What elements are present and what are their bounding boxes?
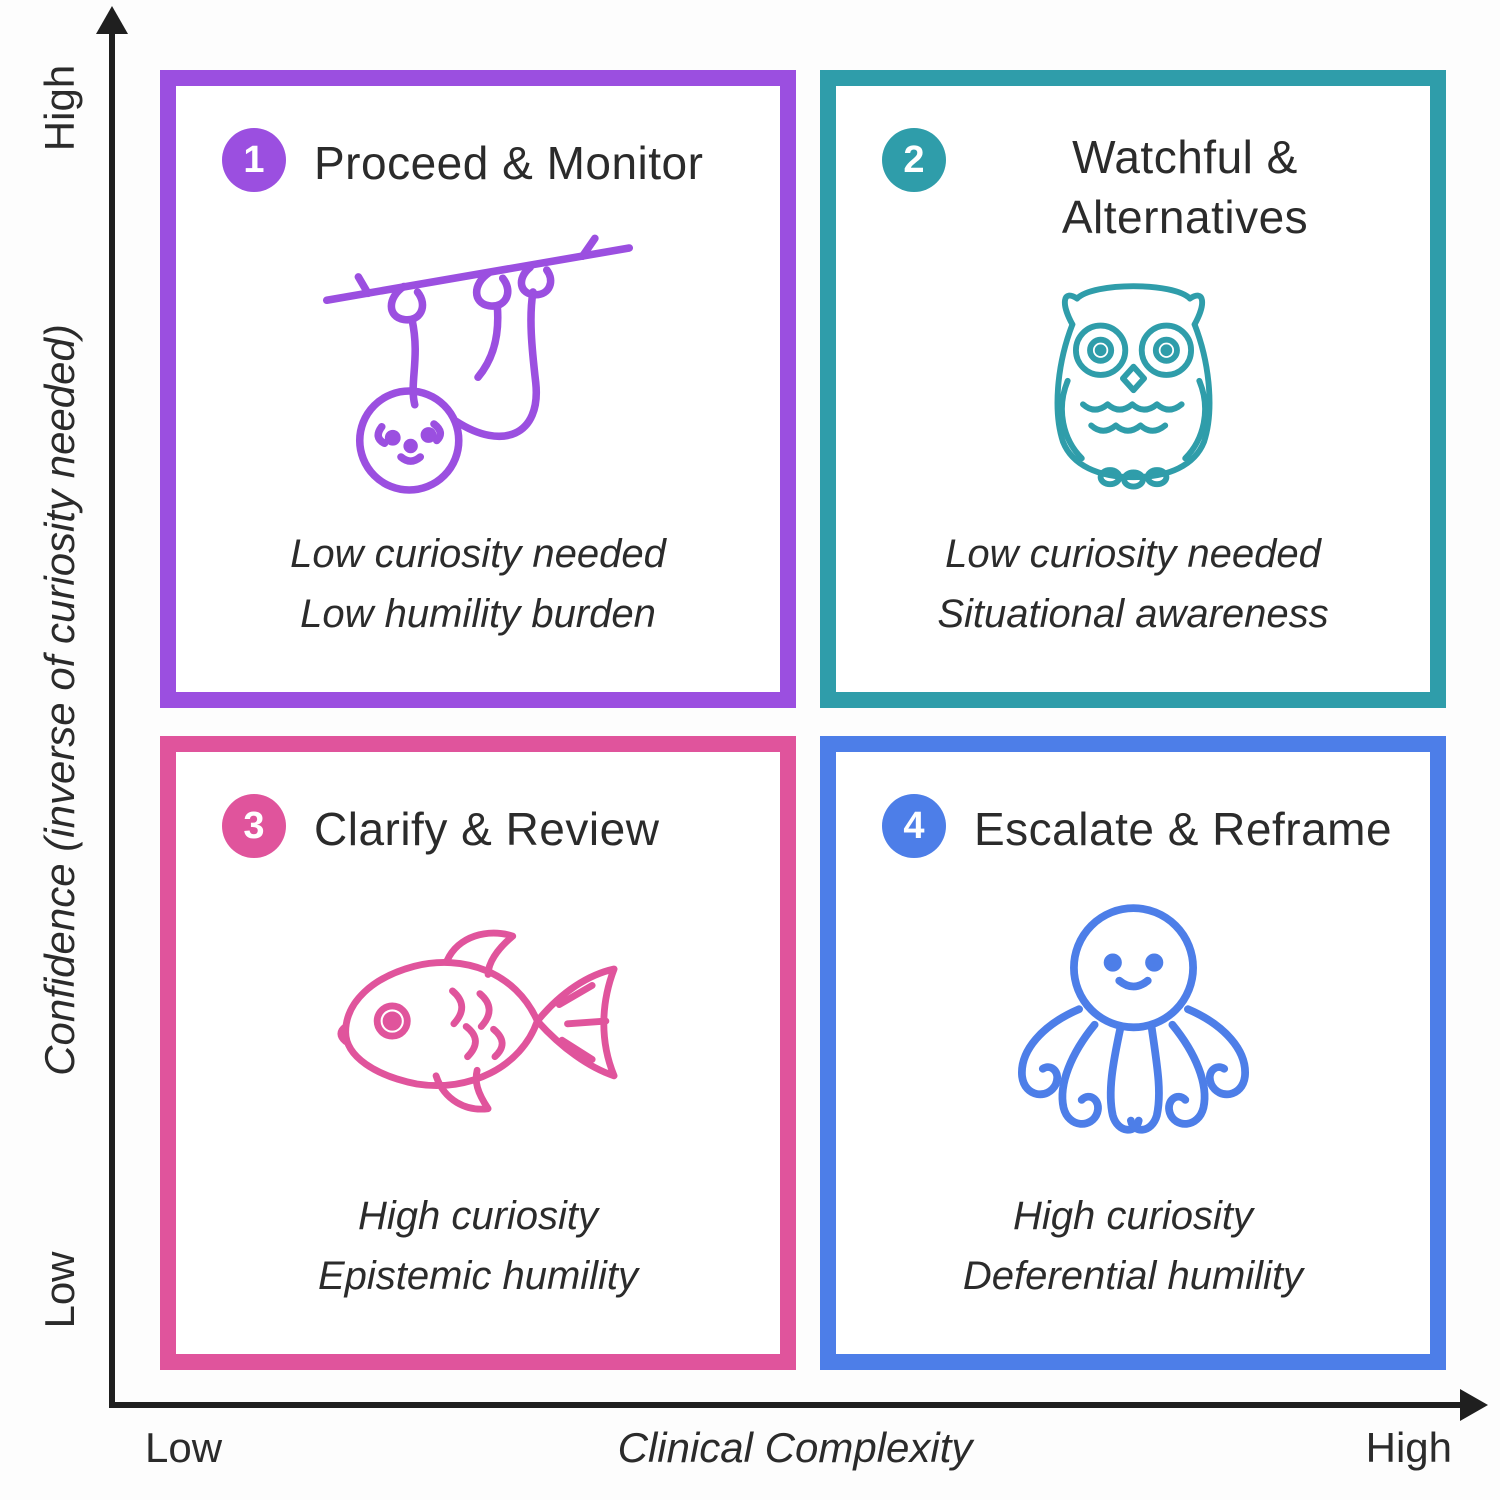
y-axis-high-tick: High	[36, 64, 83, 152]
description-line: High curiosity	[357, 1194, 599, 1238]
quadrant-number: 4	[903, 804, 925, 847]
quadrant-clarify-review: 3 Clarify & Review High curios	[160, 736, 796, 1370]
quadrant-header: 2 Watchful & Alternatives	[836, 86, 1430, 248]
description-line: Low curiosity needed	[290, 532, 666, 576]
x-axis-low-tick: Low	[145, 1424, 223, 1471]
quadrant-number-badge: 2	[882, 128, 946, 192]
quadrant-number-badge: 3	[222, 794, 286, 858]
quadrant-number-badge: 4	[882, 794, 946, 858]
quadrant-watchful-alternatives: 2 Watchful & Alternatives	[820, 70, 1446, 708]
quadrant-header: 1 Proceed & Monitor	[176, 86, 780, 194]
y-axis-label: Confidence (inverse of curiosity needed)	[36, 324, 83, 1076]
x-axis-arrow-icon	[1460, 1389, 1488, 1421]
x-axis-label: Clinical Complexity	[617, 1424, 973, 1471]
owl-illustration	[1054, 283, 1212, 490]
y-axis-line	[109, 30, 115, 1408]
octopus-illustration	[1017, 904, 1249, 1134]
quadrant-number: 1	[243, 138, 265, 181]
fish-illustration	[336, 930, 618, 1113]
quadrant-header: 3 Clarify & Review	[176, 752, 780, 860]
quadrant-description: Low curiosity needed Low humility burden	[176, 524, 780, 692]
y-axis-arrow-icon	[96, 6, 128, 34]
description-line: Deferential humility	[962, 1254, 1304, 1298]
quadrant-title: Proceed & Monitor	[314, 137, 704, 189]
quadrant-description: High curiosity Deferential humility	[836, 1186, 1430, 1354]
y-axis-low-tick: Low	[36, 1251, 83, 1329]
quadrant-number: 2	[903, 138, 925, 181]
quadrant-number: 3	[243, 804, 265, 847]
quadrant-title: Escalate & Reframe	[974, 803, 1393, 855]
description-line: Epistemic humility	[317, 1254, 639, 1298]
quadrant-escalate-reframe: 4 Escalate & Reframe	[820, 736, 1446, 1370]
octopus-icon	[836, 860, 1430, 1186]
quadrant-description: Low curiosity needed Situational awarene…	[836, 524, 1430, 692]
description-line: Low humility burden	[300, 592, 656, 636]
owl-icon	[836, 248, 1430, 524]
quadrant-proceed-monitor: 1 Proceed & Monitor	[160, 70, 796, 708]
sloth-illustration	[322, 234, 634, 494]
description-line: High curiosity	[1012, 1194, 1254, 1238]
quadrant-title: Clarify & Review	[314, 803, 660, 855]
quadrant-header: 4 Escalate & Reframe	[836, 752, 1430, 860]
x-axis-line	[109, 1402, 1467, 1408]
x-axis-high-tick: High	[1365, 1424, 1452, 1471]
fish-icon	[176, 860, 780, 1186]
quadrant-number-badge: 1	[222, 128, 286, 192]
quadrant-title: Watchful & Alternatives	[1061, 131, 1309, 243]
quadrant-description: High curiosity Epistemic humility	[176, 1186, 780, 1354]
description-line: Low curiosity needed	[945, 532, 1321, 576]
description-line: Situational awareness	[937, 592, 1329, 636]
sloth-icon	[176, 194, 780, 524]
